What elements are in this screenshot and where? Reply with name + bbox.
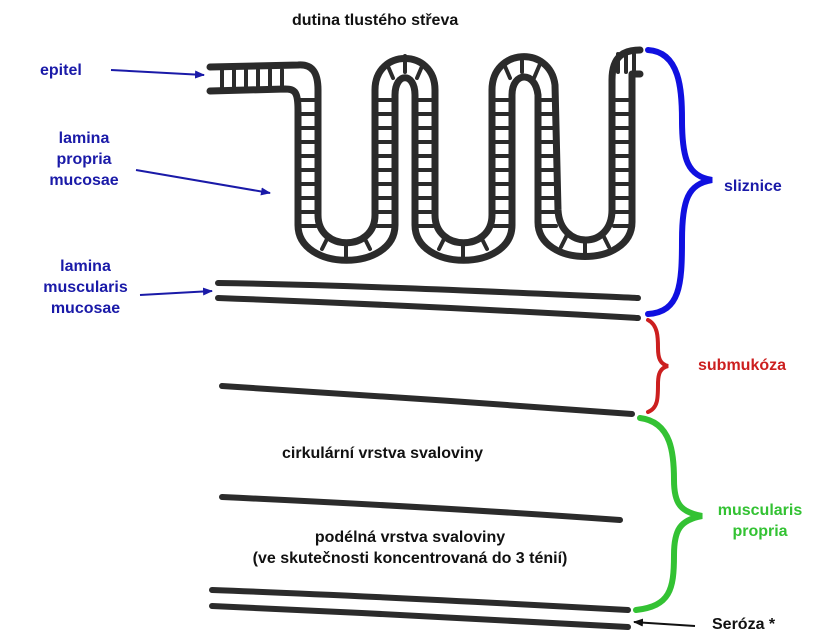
cell-division bbox=[603, 235, 609, 247]
muscularis-mucosae-lines bbox=[218, 283, 638, 318]
seroza-arrow bbox=[634, 622, 695, 626]
cell-division bbox=[439, 237, 445, 249]
sliznice-brace bbox=[648, 50, 712, 314]
epitel-arrow bbox=[111, 70, 204, 75]
lamina-propria-line-2: propria bbox=[34, 149, 134, 170]
cell-division bbox=[322, 237, 328, 249]
submukoza-label: submukóza bbox=[698, 355, 786, 376]
cell-division bbox=[387, 64, 393, 78]
submucosa-boundary-line bbox=[222, 386, 632, 414]
cell-division bbox=[504, 64, 510, 78]
cell-division bbox=[481, 237, 487, 249]
muscularis-propria-line-2: propria bbox=[704, 521, 816, 542]
lamina-muscularis-line-3: mucosae bbox=[28, 298, 143, 319]
lamina-propria-arrow bbox=[136, 170, 270, 193]
lamina-propria-line-1: lamina bbox=[34, 128, 134, 149]
cell-division bbox=[561, 235, 567, 247]
epitel-label: epitel bbox=[40, 60, 82, 81]
lamina-muscularis-label: lamina muscularis mucosae bbox=[28, 256, 143, 319]
muscularis-propria-line-1: muscularis bbox=[704, 500, 816, 521]
longitudinal-layer-label: podélná vrstva svaloviny (ve skutečnosti… bbox=[185, 527, 635, 569]
lamina-muscularis-line-2: muscularis bbox=[28, 277, 143, 298]
cell-division bbox=[364, 237, 370, 249]
muscle-layer-boundary-line bbox=[222, 497, 620, 520]
cell-division bbox=[534, 64, 540, 78]
longitudinal-layer-note: (ve skutečnosti koncentrovaná do 3 ténií… bbox=[185, 548, 635, 569]
sliznice-label: sliznice bbox=[724, 176, 782, 197]
lamina-muscularis-line-1: lamina bbox=[28, 256, 143, 277]
cell-division bbox=[417, 64, 423, 78]
lamina-propria-line-3: mucosae bbox=[34, 170, 134, 191]
epithelial-cell-divisions bbox=[222, 54, 634, 259]
circular-layer-label: cirkulární vrstva svaloviny bbox=[282, 443, 483, 464]
seroza-label: Seróza * bbox=[712, 614, 775, 635]
lumen-label: dutina tlustého střeva bbox=[292, 10, 458, 31]
lamina-propria-label: lamina propria mucosae bbox=[34, 128, 134, 191]
serosa-lines bbox=[212, 590, 628, 627]
lamina-muscularis-arrow bbox=[140, 291, 212, 295]
longitudinal-layer-title: podélná vrstva svaloviny bbox=[185, 527, 635, 548]
muscularis-propria-label: muscularis propria bbox=[704, 500, 816, 542]
muscularis-propria-brace bbox=[636, 418, 702, 610]
submukoza-brace bbox=[648, 320, 668, 412]
